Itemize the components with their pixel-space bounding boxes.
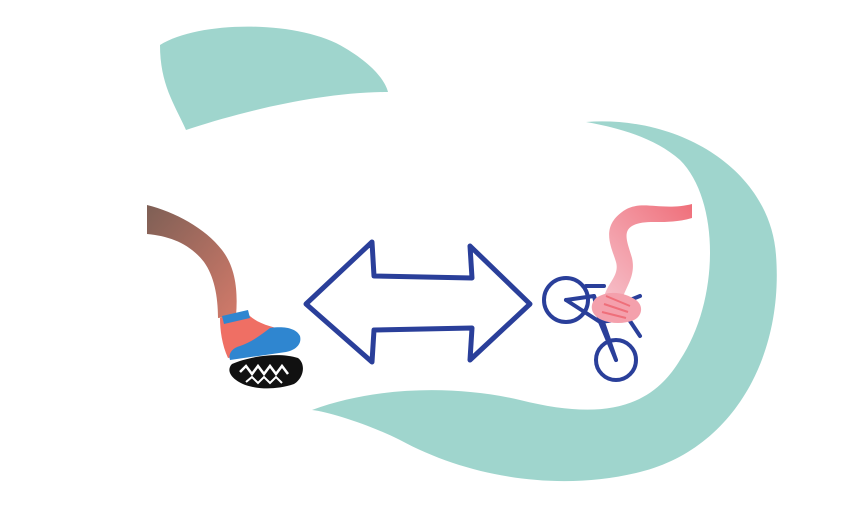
walking-leg-shoe-icon	[147, 205, 303, 389]
teal-leaf-blob-icon	[160, 26, 388, 131]
double-headed-arrow-icon	[303, 239, 533, 365]
bicycle-hand-icon	[542, 204, 692, 382]
teal-swoosh-blob-icon	[312, 121, 777, 482]
